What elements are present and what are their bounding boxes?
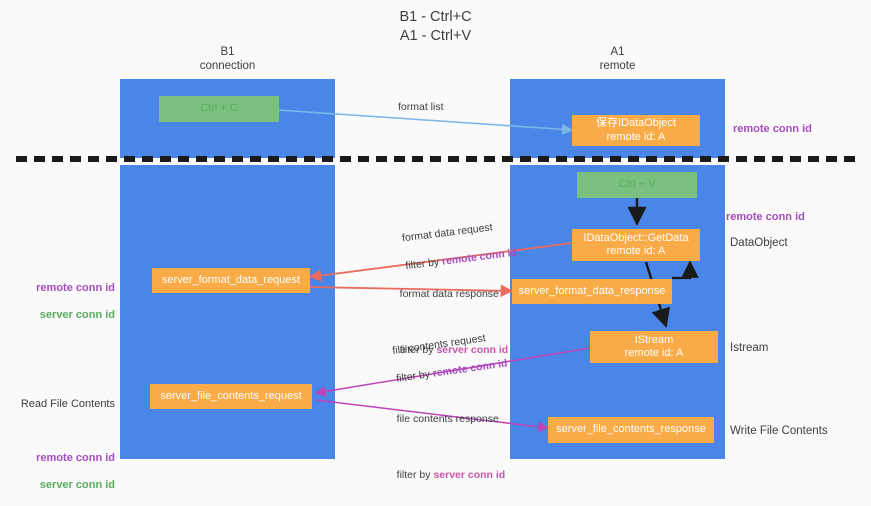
node-ctrl-v-label: Ctrl + V [618, 178, 656, 191]
lane-a1-bottom [510, 165, 725, 459]
node-idataobject-getdata-line1: IDataObject::GetData [583, 231, 689, 244]
right-note-remote-conn-id-top: remote conn id [733, 123, 812, 135]
node-idataobject-getdata[interactable]: IDataObject::GetData remote id: A [572, 229, 700, 261]
column-header-b1-line2: connection [199, 60, 256, 72]
side-label-istream: Istream [730, 342, 769, 354]
edge-file-contents-request-arrow [314, 347, 591, 397]
lane-b1-bottom [120, 165, 335, 459]
edge-label-format-data-response-filter: server conn id [436, 344, 509, 356]
node-idataobject-getdata-line2: remote id: A [606, 245, 666, 257]
node-idataobject-store-line2: remote id: A [606, 130, 666, 143]
left-note-middle: remote conn id server conn id [0, 268, 115, 336]
node-idataobject-store[interactable]: 保存IDataObject remote id: A [572, 115, 700, 146]
edge-label-file-contents-request-text: file contents request [391, 332, 487, 358]
page-title-line2: A1 - Ctrl+V [399, 28, 472, 44]
node-istream-line2: remote id: A [624, 347, 684, 359]
edge-label-file-contents-request-filter: remote conn id [431, 357, 509, 380]
page-title: B1 - Ctrl+C A1 - Ctrl+V [0, 8, 871, 46]
node-server-format-data-response[interactable]: server_format_data_response [512, 279, 672, 304]
node-istream[interactable]: IStream remote id: A [590, 331, 718, 363]
edge-format-data-request-arrow [308, 242, 573, 282]
node-server-format-data-request[interactable]: server_format_data_request [152, 268, 310, 293]
column-header-a1-line1: A1 [610, 46, 625, 58]
node-server-format-data-request-label: server_format_data_request [161, 273, 301, 286]
edge-response-to-getdata-arrow [672, 260, 699, 280]
edge-file-contents-response-arrow [315, 399, 550, 433]
edge-label-format-list: format list [398, 101, 444, 113]
column-header-b1: B1 connection [120, 45, 335, 73]
edge-label-format-data-response-filter-prefix: filter by [399, 344, 437, 356]
node-ctrl-v[interactable]: Ctrl + V [577, 172, 697, 198]
left-note-bottom-remote: remote conn id [36, 451, 115, 464]
left-note-middle-server: server conn id [39, 308, 115, 321]
edge-label-file-contents-response-text: file contents response [396, 413, 499, 425]
column-header-b1-line1: B1 [220, 46, 235, 58]
edge-label-format-data-request-text: format data request [401, 221, 494, 245]
side-label-dataobject: DataObject [730, 237, 788, 249]
diagram-svg-layer [16, 79, 858, 459]
edge-format-list-arrow [277, 109, 574, 135]
node-server-file-contents-request-label: server_file_contents_request [160, 389, 302, 402]
left-note-bottom-server: server conn id [39, 478, 115, 491]
left-note-middle-remote: remote conn id [36, 281, 115, 294]
node-idataobject-store-line1: 保存IDataObject [595, 117, 677, 129]
node-server-file-contents-request[interactable]: server_file_contents_request [150, 384, 312, 409]
edge-label-file-contents-response: file contents response filter by server … [385, 398, 506, 496]
side-label-write-file-contents: Write File Contents [730, 425, 828, 437]
edge-label-format-data-request-filter-prefix: filter by [404, 255, 443, 273]
edge-label-format-data-request-filter: remote conn id [441, 246, 518, 268]
node-ctrl-c-label: Ctrl + C [200, 102, 238, 115]
left-note-bottom-heading: Read File Contents [20, 397, 115, 410]
node-server-file-contents-response[interactable]: server_file_contents_response [548, 417, 714, 443]
node-server-file-contents-response-label: server_file_contents_response [556, 423, 706, 436]
edge-label-file-contents-response-filter-prefix: filter by [396, 469, 434, 481]
edge-format-data-response-arrow [309, 284, 514, 298]
edge-label-file-contents-request-filter-prefix: filter by [395, 367, 434, 385]
node-ctrl-c[interactable]: Ctrl + C [159, 96, 279, 122]
column-header-a1-line2: remote [599, 60, 636, 72]
edge-label-file-contents-response-filter: server conn id [433, 469, 506, 481]
node-server-format-data-response-label: server_format_data_response [518, 284, 666, 297]
page-title-line1: B1 - Ctrl+C [399, 9, 472, 25]
edge-label-format-data-response: format data response filter by server co… [388, 273, 509, 371]
left-note-bottom: Read File Contents remote conn id server… [0, 384, 115, 506]
diagram-canvas: B1 - Ctrl+C A1 - Ctrl+V B1 connection A1 re… [0, 8, 871, 491]
right-note-remote-conn-id-middle: remote conn id [726, 211, 805, 223]
column-header-a1: A1 remote [510, 45, 725, 73]
node-istream-line1: IStream [634, 333, 674, 346]
edge-label-format-data-response-text: format data response [399, 288, 499, 300]
